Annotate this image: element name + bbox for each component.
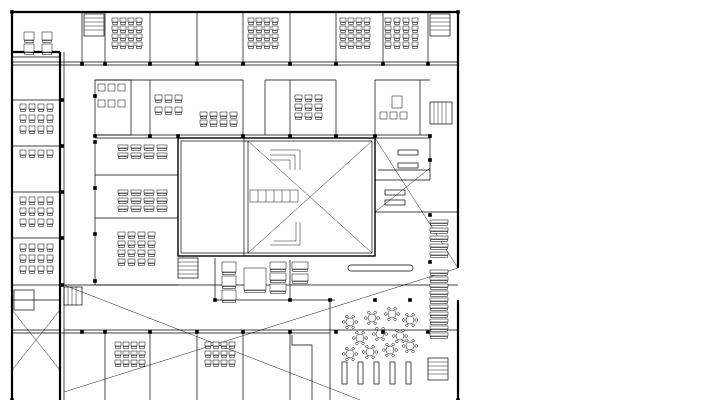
column [93,279,97,283]
column [381,62,385,66]
cafe-tables [342,307,418,361]
column [60,190,64,194]
column [93,186,97,190]
column [426,330,430,334]
column [148,62,152,66]
column [288,134,292,138]
column [428,134,432,138]
column [241,62,245,66]
column [408,298,412,302]
desk-group [117,144,168,159]
column [456,10,460,14]
column [456,398,460,400]
column [328,298,332,302]
column [334,134,338,138]
column [148,330,152,334]
column [288,330,292,334]
column [428,213,432,217]
table-group [269,261,287,294]
desk-group [19,196,54,227]
column [148,134,152,138]
desk-group [204,341,236,367]
column [60,144,64,148]
table-group [243,267,267,293]
column [80,330,84,334]
column [241,330,245,334]
column [93,134,97,138]
column [213,298,217,302]
column [373,134,377,138]
desk-group [339,17,371,49]
column [288,62,292,66]
counters [291,149,419,400]
atrium-stair [249,149,301,246]
column [373,298,377,302]
desk-group [23,31,53,55]
column [60,236,64,240]
desk-group [19,243,54,274]
desk-group [117,189,168,212]
desk-group [19,149,54,158]
column [195,330,199,334]
desk-group [114,341,146,367]
desk-group [154,94,183,115]
desk-group [117,231,156,266]
column [288,298,292,302]
upper-middle-rooms [94,79,430,139]
column [176,134,180,138]
desk-group [384,17,419,49]
left-wing-rooms [12,99,178,331]
right-wing [374,137,459,269]
desk-group [294,94,323,120]
wc-core [97,83,408,120]
column [381,330,385,334]
column [428,260,432,264]
desk-group [111,17,143,49]
column [93,232,97,236]
column [60,98,64,102]
desk-group [199,111,238,127]
lower-zone [11,258,459,400]
column [93,94,97,98]
central-atrium [177,137,376,257]
column [241,134,245,138]
desk-group [19,103,54,134]
furniture-layer [19,17,449,367]
column [334,330,338,334]
column [60,283,64,287]
column [334,62,338,66]
bench-group [429,269,449,339]
column [426,62,430,66]
column [103,330,107,334]
bench-group [429,219,449,258]
structural-columns [10,10,460,400]
column [10,10,14,14]
column [80,62,84,66]
desk-group [247,17,279,49]
column [103,62,107,66]
column [10,398,14,400]
column [195,62,199,66]
stairs [13,13,453,381]
table-group [291,261,309,284]
column [428,158,432,162]
column [93,140,97,144]
table-group [221,261,237,303]
